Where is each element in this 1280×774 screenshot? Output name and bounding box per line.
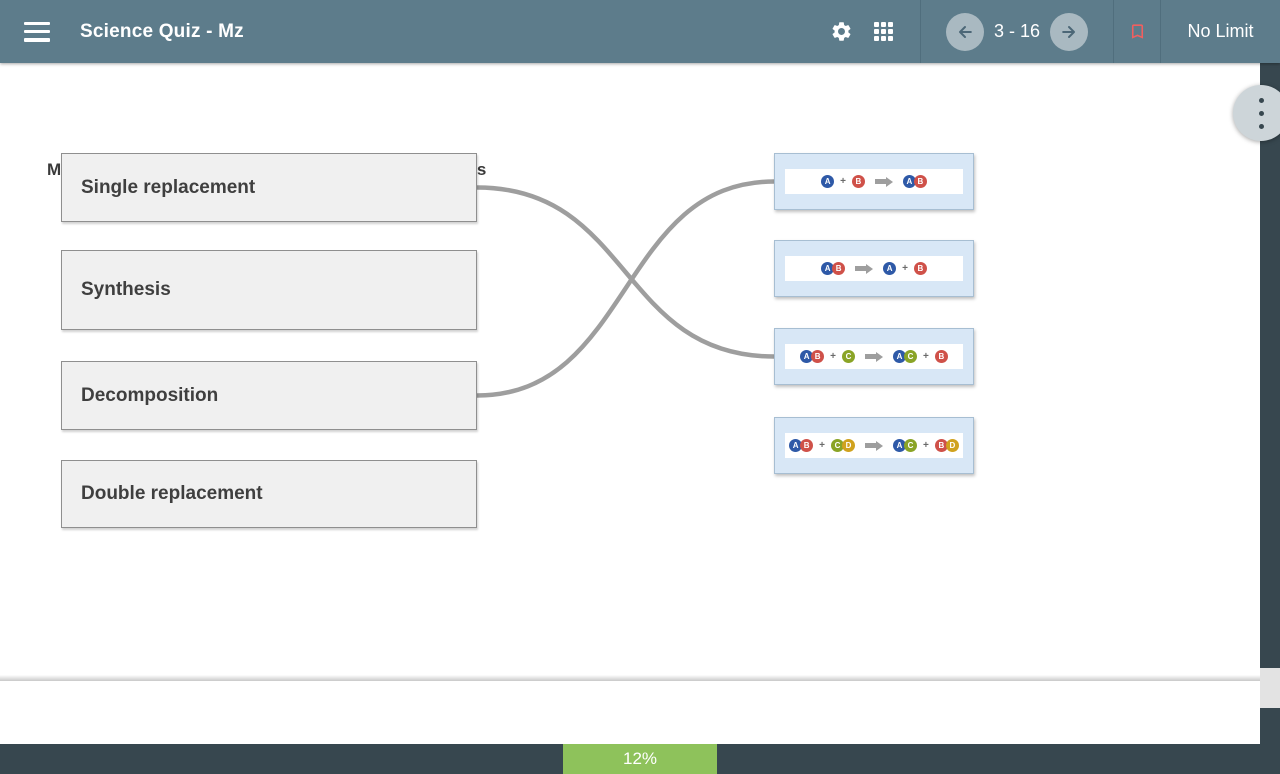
atom-a: A — [893, 350, 906, 363]
reaction-arrow-icon — [874, 176, 893, 187]
prev-question-button[interactable] — [945, 12, 984, 51]
progress-bar: 12% — [0, 744, 1280, 774]
reaction-arrow-icon — [855, 263, 874, 274]
match-option-label: Decomposition — [81, 384, 219, 406]
atom-d: D — [842, 439, 855, 452]
plus-sign: + — [830, 351, 836, 362]
plus-sign: + — [902, 263, 908, 274]
atom-a: A — [883, 262, 897, 275]
reaction-arrow-icon — [865, 440, 883, 451]
scrollbar-thumb[interactable] — [1260, 668, 1280, 708]
atom-b: B — [800, 439, 814, 452]
content-bottom-shadow — [0, 675, 1260, 681]
time-limit-label: No Limit — [1187, 21, 1254, 41]
atom-d: D — [945, 439, 959, 452]
match-option-single-replacement[interactable]: Single replacement — [61, 153, 477, 222]
atom-b: B — [832, 262, 846, 275]
question-grid-icon[interactable] — [870, 19, 896, 45]
settings-gear-icon[interactable] — [828, 19, 854, 45]
match-option-decomposition[interactable]: Decomposition — [61, 361, 477, 430]
match-option-label: Single replacement — [81, 176, 256, 198]
atom-a: A — [800, 350, 814, 363]
match-option-synthesis[interactable]: Synthesis — [61, 250, 477, 330]
time-limit-section: No Limit — [1160, 0, 1280, 63]
atom-c: C — [831, 439, 844, 452]
plus-sign: + — [923, 351, 929, 362]
plus-sign: + — [840, 176, 846, 187]
vertical-ellipsis-icon — [1258, 97, 1264, 103]
atom-a: A — [789, 439, 803, 452]
atom-c: C — [904, 439, 917, 452]
bookmark-icon — [1131, 24, 1143, 39]
atom-b: B — [934, 350, 948, 363]
atom-a: A — [821, 175, 835, 188]
question-range: 3 - 16 — [993, 21, 1041, 41]
match-option-double-replacement[interactable]: Double replacement — [61, 460, 477, 528]
atom-b: B — [934, 439, 948, 452]
atom-b: B — [913, 175, 927, 188]
reaction-arrow-icon — [865, 351, 883, 362]
match-option-label: Synthesis — [81, 279, 171, 300]
app-title: Science Quiz - Mz — [80, 20, 244, 42]
hamburger-menu-icon[interactable] — [24, 21, 50, 42]
next-question-button[interactable] — [1050, 12, 1089, 51]
plus-sign: + — [819, 440, 825, 451]
scrollbar-track — [1260, 63, 1280, 744]
match-option-label: Double replacement — [81, 483, 263, 504]
atom-a: A — [902, 175, 916, 188]
question-navigation: 3 - 16 — [920, 0, 1113, 63]
more-options-button[interactable] — [1233, 85, 1280, 141]
top-bar: Science Quiz - Mz 3 - 16 No Limit — [0, 0, 1280, 63]
progress-percent-label: 12% — [622, 749, 658, 768]
atom-b: B — [851, 175, 865, 188]
atom-c: C — [904, 350, 917, 363]
atom-a: A — [821, 262, 835, 275]
atom-b: B — [913, 262, 927, 275]
bookmark-button[interactable] — [1113, 0, 1160, 63]
atom-a: A — [893, 439, 906, 452]
progress-fill: 12% — [563, 744, 717, 774]
atom-c: C — [842, 350, 855, 363]
atom-b: B — [811, 350, 825, 363]
plus-sign: + — [923, 440, 929, 451]
